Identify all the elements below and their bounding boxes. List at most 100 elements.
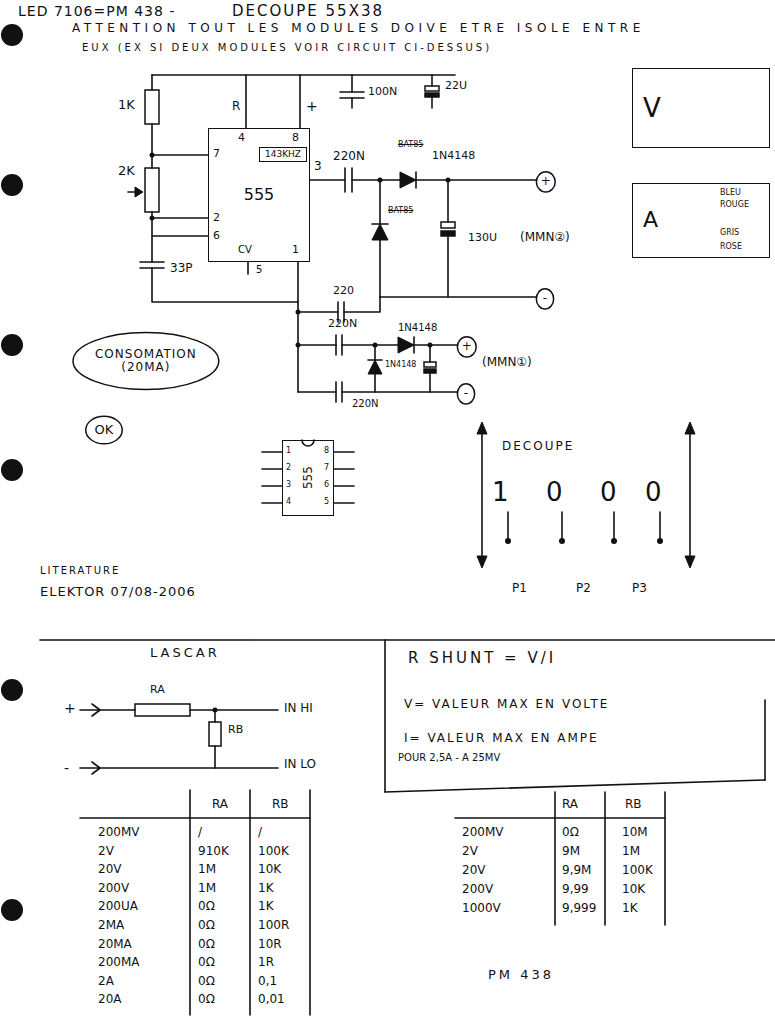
arrow-head	[477, 556, 487, 568]
table-cell: 10M	[622, 826, 648, 840]
wire	[447, 236, 449, 297]
electrolytic-plate	[441, 222, 455, 228]
junction-dot	[373, 343, 378, 348]
reference-note: LITERATURE	[40, 565, 120, 577]
electrolytic-plate	[425, 93, 439, 97]
table-cell: 2MA	[98, 919, 124, 933]
component-label: 33P	[170, 262, 193, 276]
pin-line	[334, 468, 354, 470]
pin-wire	[152, 235, 208, 237]
pin-number: 2	[286, 463, 291, 472]
table-cell: 9,99	[562, 883, 589, 897]
capacitor-plate	[335, 335, 337, 355]
table-cell: 1M	[198, 863, 216, 877]
table-cell: 100K	[258, 845, 289, 859]
junction-dot	[296, 310, 301, 315]
component-label: CV	[238, 244, 252, 256]
wire	[190, 709, 278, 711]
table-cell: RB	[272, 798, 289, 812]
junction-dot	[150, 216, 155, 221]
header-note: ATTENTION TOUT LES MODULES DOIVE ETRE IS…	[72, 22, 645, 36]
reference-note: ELEKTOR 07/08-2006	[40, 585, 196, 600]
electrolytic-plate	[441, 231, 455, 236]
meter-box-text: V	[643, 94, 661, 123]
ground-wire	[297, 262, 299, 392]
component-label: 2	[213, 212, 220, 225]
component-label: 220N	[328, 318, 357, 331]
component-label: 3	[314, 160, 322, 174]
cutout-label: 1	[492, 478, 509, 508]
component-label: +	[306, 98, 318, 114]
electrolytic-plate	[425, 86, 439, 91]
resistor-symbol	[145, 90, 159, 124]
cutout-label: 0	[645, 478, 662, 508]
wire	[414, 344, 457, 346]
pin-number: 6	[324, 480, 329, 489]
pin-line	[262, 451, 282, 453]
divider-label: IN HI	[284, 702, 313, 716]
wire	[416, 179, 536, 181]
table-cell: 1K	[258, 882, 274, 896]
capacitor-plate	[140, 261, 164, 263]
table-line	[664, 792, 666, 925]
pin-number: 3	[286, 480, 291, 489]
table-cell: 10R	[258, 938, 282, 952]
ellipse-outline	[86, 416, 122, 444]
table-cell: 20A	[98, 993, 121, 1007]
table-cell: 20V	[98, 863, 121, 877]
table-cell: /	[198, 826, 202, 840]
table-cell: 100K	[622, 864, 653, 878]
pin-dot	[505, 538, 511, 544]
wire	[351, 75, 353, 92]
shunt-note: R SHUNT = V/I	[408, 650, 556, 667]
dimension-line	[689, 428, 691, 562]
diode-symbol	[372, 224, 388, 240]
arrow-head	[477, 422, 487, 434]
junction-dot	[428, 343, 433, 348]
wire-color: GRIS	[720, 228, 739, 237]
check-circle-text: OK	[95, 423, 114, 437]
input-chevron	[92, 762, 100, 774]
potentiometer-symbol	[145, 168, 159, 212]
model-note: PM 438	[488, 968, 554, 983]
frequency-tag-text: 143KHZ	[265, 150, 301, 160]
pin-line	[262, 468, 282, 470]
capacitor-plate	[335, 382, 337, 402]
table-cell: 1R	[258, 956, 274, 970]
junction-dot	[150, 153, 155, 158]
pin-number: 7	[324, 463, 329, 472]
component-label: 5	[256, 264, 262, 276]
meter-box-text: A	[643, 208, 658, 232]
table-cell: 0Ω	[198, 956, 215, 970]
arrow-head	[685, 422, 695, 434]
terminal-outline	[536, 172, 555, 192]
wire-color: ROUGE	[720, 200, 749, 209]
terminal-circle: +	[457, 336, 477, 358]
table-cell: RA	[212, 798, 228, 812]
component-label: 6	[213, 230, 220, 243]
divider-label: RA	[150, 684, 165, 697]
table-line	[80, 817, 310, 819]
cutout-label: 0	[600, 478, 617, 508]
divider-label: +	[64, 700, 76, 716]
wire	[431, 75, 433, 86]
divider-label: RB	[228, 724, 243, 737]
terminal-circle-text: +	[462, 340, 472, 353]
wire	[151, 75, 153, 90]
table-cell: /	[258, 826, 262, 840]
wire	[352, 179, 400, 181]
wire-color: BLEU	[720, 188, 741, 197]
component-label: (MMN②)	[520, 231, 570, 245]
component-label: 220N	[352, 398, 379, 410]
table-cell: 9,999	[562, 902, 596, 916]
wire	[379, 240, 381, 297]
table-cell: 2A	[98, 975, 114, 989]
cutout-label: P2	[576, 582, 591, 596]
table-cell: 2V	[98, 845, 114, 859]
table-line	[604, 792, 606, 925]
component-label: 1N4148	[385, 360, 416, 369]
table-cell: 0,1	[258, 975, 277, 989]
pin-wire	[152, 154, 208, 156]
component-label: 220N	[333, 150, 365, 164]
divider-label: -	[64, 760, 69, 776]
